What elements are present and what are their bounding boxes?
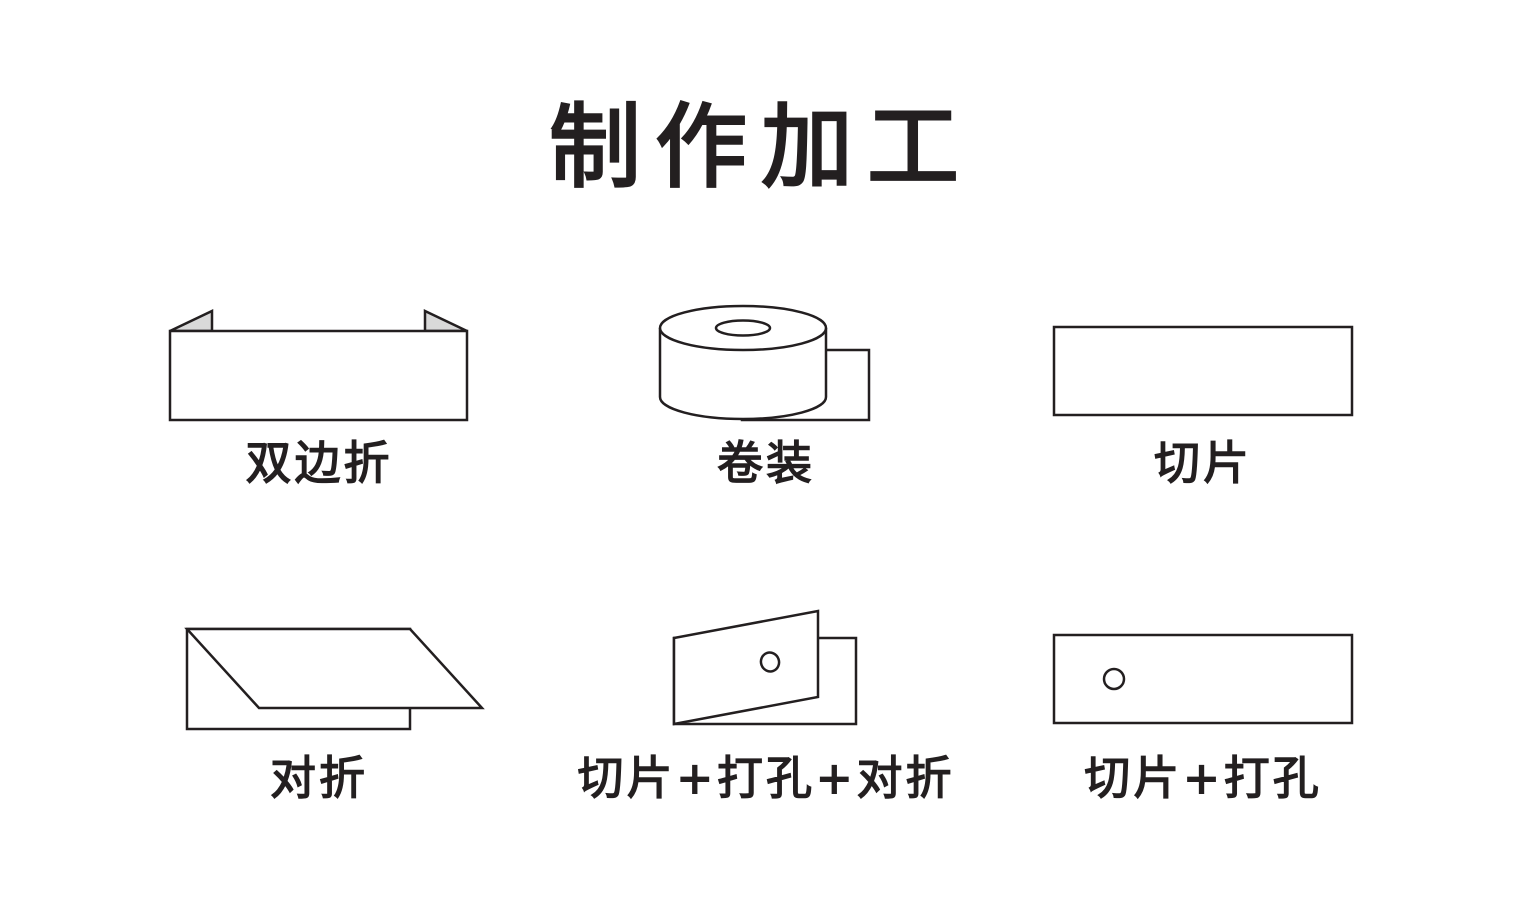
double-edge-fold-icon (168, 309, 469, 422)
label-cut-punch-fold: 切片+打孔+对折 (577, 751, 955, 805)
label-cut-piece: 切片 (1154, 436, 1252, 490)
cut-piece-icon (1052, 325, 1354, 417)
page-title: 制作加工 (548, 94, 973, 201)
label-roll: 卷装 (717, 436, 815, 490)
label-cut-punch: 切片+打孔 (1084, 751, 1322, 805)
center-fold-icon (184, 627, 485, 731)
roll-icon (658, 304, 871, 422)
label-double-edge-fold: 双边折 (245, 436, 393, 490)
label-center-fold: 对折 (270, 751, 368, 805)
cut-punch-icon (1052, 633, 1354, 725)
cut-punch-fold-icon (672, 609, 858, 726)
